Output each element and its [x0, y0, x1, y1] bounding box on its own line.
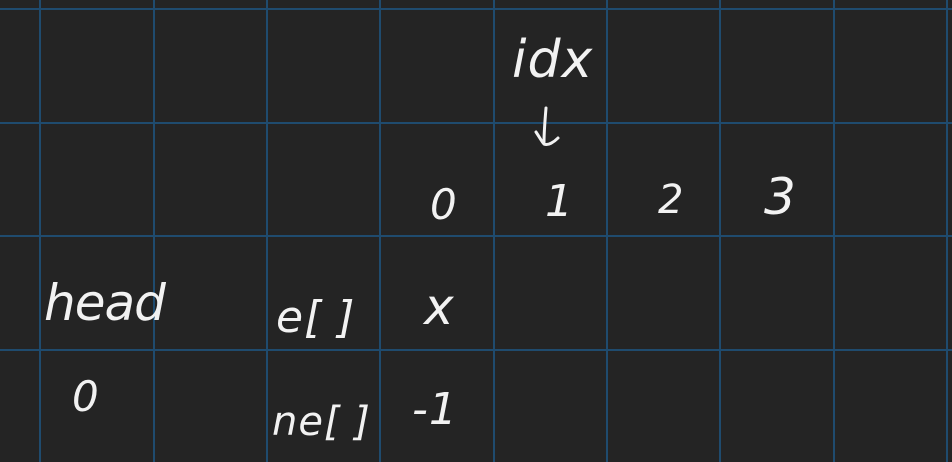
ne-array-value-0: -1: [412, 384, 458, 435]
head-label: head: [44, 274, 166, 332]
index-2: 2: [658, 177, 685, 223]
down-arrow-icon: [534, 106, 560, 146]
idx-label: idx: [512, 30, 594, 90]
ne-array-label: ne[ ]: [272, 399, 371, 445]
e-array-value-0: x: [424, 278, 455, 336]
index-3: 3: [764, 168, 797, 226]
index-1: 1: [545, 176, 574, 227]
head-value: 0: [72, 372, 100, 421]
e-array-label: e[ ]: [276, 292, 356, 343]
index-0: 0: [430, 180, 458, 229]
